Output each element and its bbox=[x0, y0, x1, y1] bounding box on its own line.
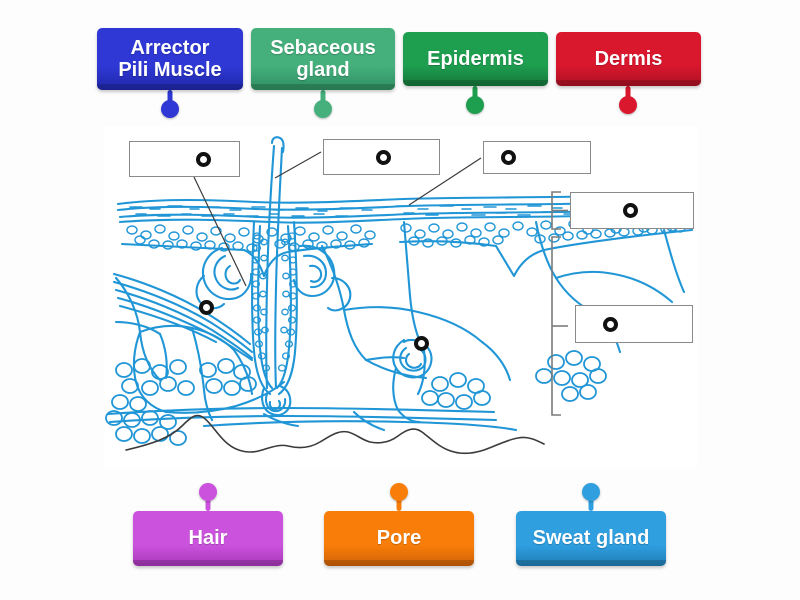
answer-tile-label-line2: gland bbox=[296, 59, 350, 81]
dropbox-right-lower[interactable] bbox=[575, 305, 693, 343]
drop-target-marker-icon bbox=[623, 203, 638, 218]
pin-dermis bbox=[617, 86, 639, 114]
pin-knob-icon bbox=[619, 96, 637, 114]
pin-sebaceous bbox=[312, 90, 334, 118]
answer-tile-label-line1: Sebaceous bbox=[270, 36, 376, 59]
pin-stem bbox=[396, 493, 402, 511]
answer-tile-label: Dermis bbox=[589, 48, 669, 70]
answer-tile-label-line1: Pore bbox=[376, 527, 422, 550]
pin-stem bbox=[205, 493, 211, 511]
drop-target-marker-icon bbox=[376, 149, 391, 165]
pin-hair bbox=[197, 483, 219, 511]
answer-tile-label: Pore bbox=[371, 527, 427, 549]
pin-knob-icon bbox=[582, 483, 600, 501]
answer-tile-label-line2: Pili Muscle bbox=[118, 59, 222, 81]
marker-arrector-pili[interactable] bbox=[199, 300, 214, 315]
answer-tile-epidermis[interactable]: Epidermis bbox=[403, 32, 548, 86]
drop-target-marker-icon bbox=[603, 316, 618, 332]
marker-sweat-gland[interactable] bbox=[414, 336, 429, 351]
pin-knob-icon bbox=[466, 96, 484, 114]
answer-tile-sweat-gland[interactable]: Sweat gland bbox=[516, 511, 666, 566]
answer-tile-dermis[interactable]: Dermis bbox=[556, 32, 701, 86]
skin-cross-section-illustration bbox=[105, 136, 694, 455]
answer-tile-label-line1: Arrector bbox=[130, 36, 210, 59]
answer-tile-label-line1: Sweat gland bbox=[532, 527, 650, 550]
pin-sweat_gland bbox=[580, 483, 602, 511]
pin-stem bbox=[625, 86, 631, 102]
dropbox-top-right[interactable] bbox=[483, 141, 591, 174]
answer-tile-label: Epidermis bbox=[421, 48, 530, 70]
drop-target-marker-icon bbox=[196, 151, 211, 167]
pin-knob-icon bbox=[199, 483, 217, 501]
pin-stem bbox=[588, 493, 594, 511]
drop-target-marker-icon bbox=[501, 150, 516, 165]
pin-arrector_pili bbox=[159, 90, 181, 118]
dropbox-top-mid[interactable] bbox=[323, 139, 440, 175]
pin-stem bbox=[472, 86, 478, 102]
pin-stem bbox=[320, 90, 326, 106]
answer-tile-label-line1: Epidermis bbox=[427, 47, 524, 70]
answer-tile-label-line1: Dermis bbox=[594, 47, 663, 70]
answer-tile-pore[interactable]: Pore bbox=[324, 511, 474, 566]
answer-tile-hair[interactable]: Hair bbox=[133, 511, 283, 566]
answer-tile-label-line1: Hair bbox=[188, 527, 228, 550]
dropbox-top-left[interactable] bbox=[129, 141, 240, 177]
pin-epidermis bbox=[464, 86, 486, 114]
pin-knob-icon bbox=[161, 100, 179, 118]
pin-knob-icon bbox=[314, 100, 332, 118]
pin-stem bbox=[167, 90, 173, 106]
answer-tile-label: Sweat gland bbox=[527, 527, 656, 549]
pin-pore bbox=[388, 483, 410, 511]
diagram-panel bbox=[104, 126, 697, 469]
answer-tile-label: Hair bbox=[183, 527, 234, 549]
pin-knob-icon bbox=[390, 483, 408, 501]
dropbox-right-upper[interactable] bbox=[570, 192, 694, 229]
